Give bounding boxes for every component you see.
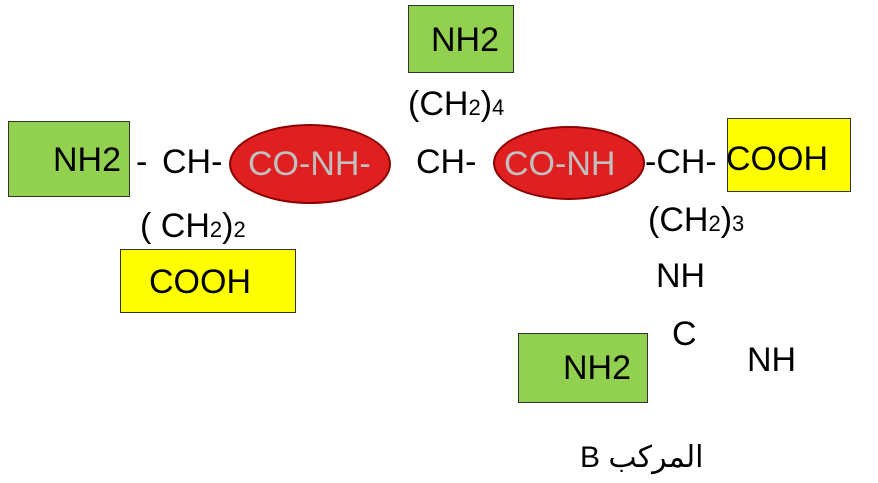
guanidino-nh-2: NH (747, 341, 797, 379)
side-carboxyl-box: COOH (120, 249, 296, 313)
peptide-bond-text-1: CO-NH- (248, 145, 371, 183)
guanidino-amine-nh: NH (563, 349, 613, 387)
bond-dash-1: - (136, 143, 148, 181)
ch2-2-count: 2 (233, 217, 246, 242)
left-amine-nh: NH (53, 141, 103, 179)
ch2-2-open: ( CH (140, 207, 210, 245)
left-amine-sub: 2 (102, 141, 122, 179)
guanidino-amine-sub: 2 (612, 349, 632, 387)
alpha-carbon-3: -CH- (645, 143, 717, 181)
top-amine-text: NH2 (431, 20, 499, 60)
top-amine-box: NH2 (408, 5, 514, 73)
guanidino-amine-text: NH2 (563, 348, 631, 388)
ch2-4-open: (CH (408, 85, 469, 123)
peptide-bond-oval-2: CO-NH (493, 126, 645, 200)
left-amine-box: NH2 (8, 121, 130, 197)
right-carboxyl-text: COOH (726, 140, 828, 178)
top-amine-nh: NH (431, 21, 481, 59)
right-carboxyl-box: COOH (726, 118, 851, 192)
guanidino-carbon: C (672, 315, 697, 353)
peptide-bond-text-2: CO-NH (504, 145, 616, 183)
side-chain-ch2-3: (CH2)3 (648, 200, 744, 244)
ch2-4-close: ) (480, 85, 493, 123)
top-amine-sub: 2 (480, 21, 500, 59)
ch2-3-count: 3 (732, 211, 745, 236)
ch2-3-close: ) (720, 201, 733, 239)
ch2-3-sub: 2 (708, 211, 721, 236)
ch2-2-close: ) (222, 207, 234, 245)
side-carboxyl-text: COOH (149, 263, 251, 301)
alpha-carbon-1: CH- (162, 143, 223, 181)
compound-label: المركب B (580, 441, 704, 474)
left-amine-text: NH2 (53, 140, 121, 180)
ch2-4-sub: 2 (468, 95, 481, 120)
ch2-3-open: (CH (648, 201, 709, 239)
guanidino-nh-1: NH (656, 257, 706, 295)
peptide-bond-oval-1: CO-NH- (229, 124, 391, 204)
alpha-carbon-2: CH- (416, 143, 477, 181)
side-chain-ch2-2: ( CH2)2 (140, 206, 246, 250)
side-chain-ch2-4: (CH2)4 (408, 84, 504, 128)
guanidino-amine-box: NH2 (518, 333, 648, 403)
ch2-4-count: 4 (492, 95, 505, 120)
ch2-2-sub: 2 (209, 217, 223, 242)
